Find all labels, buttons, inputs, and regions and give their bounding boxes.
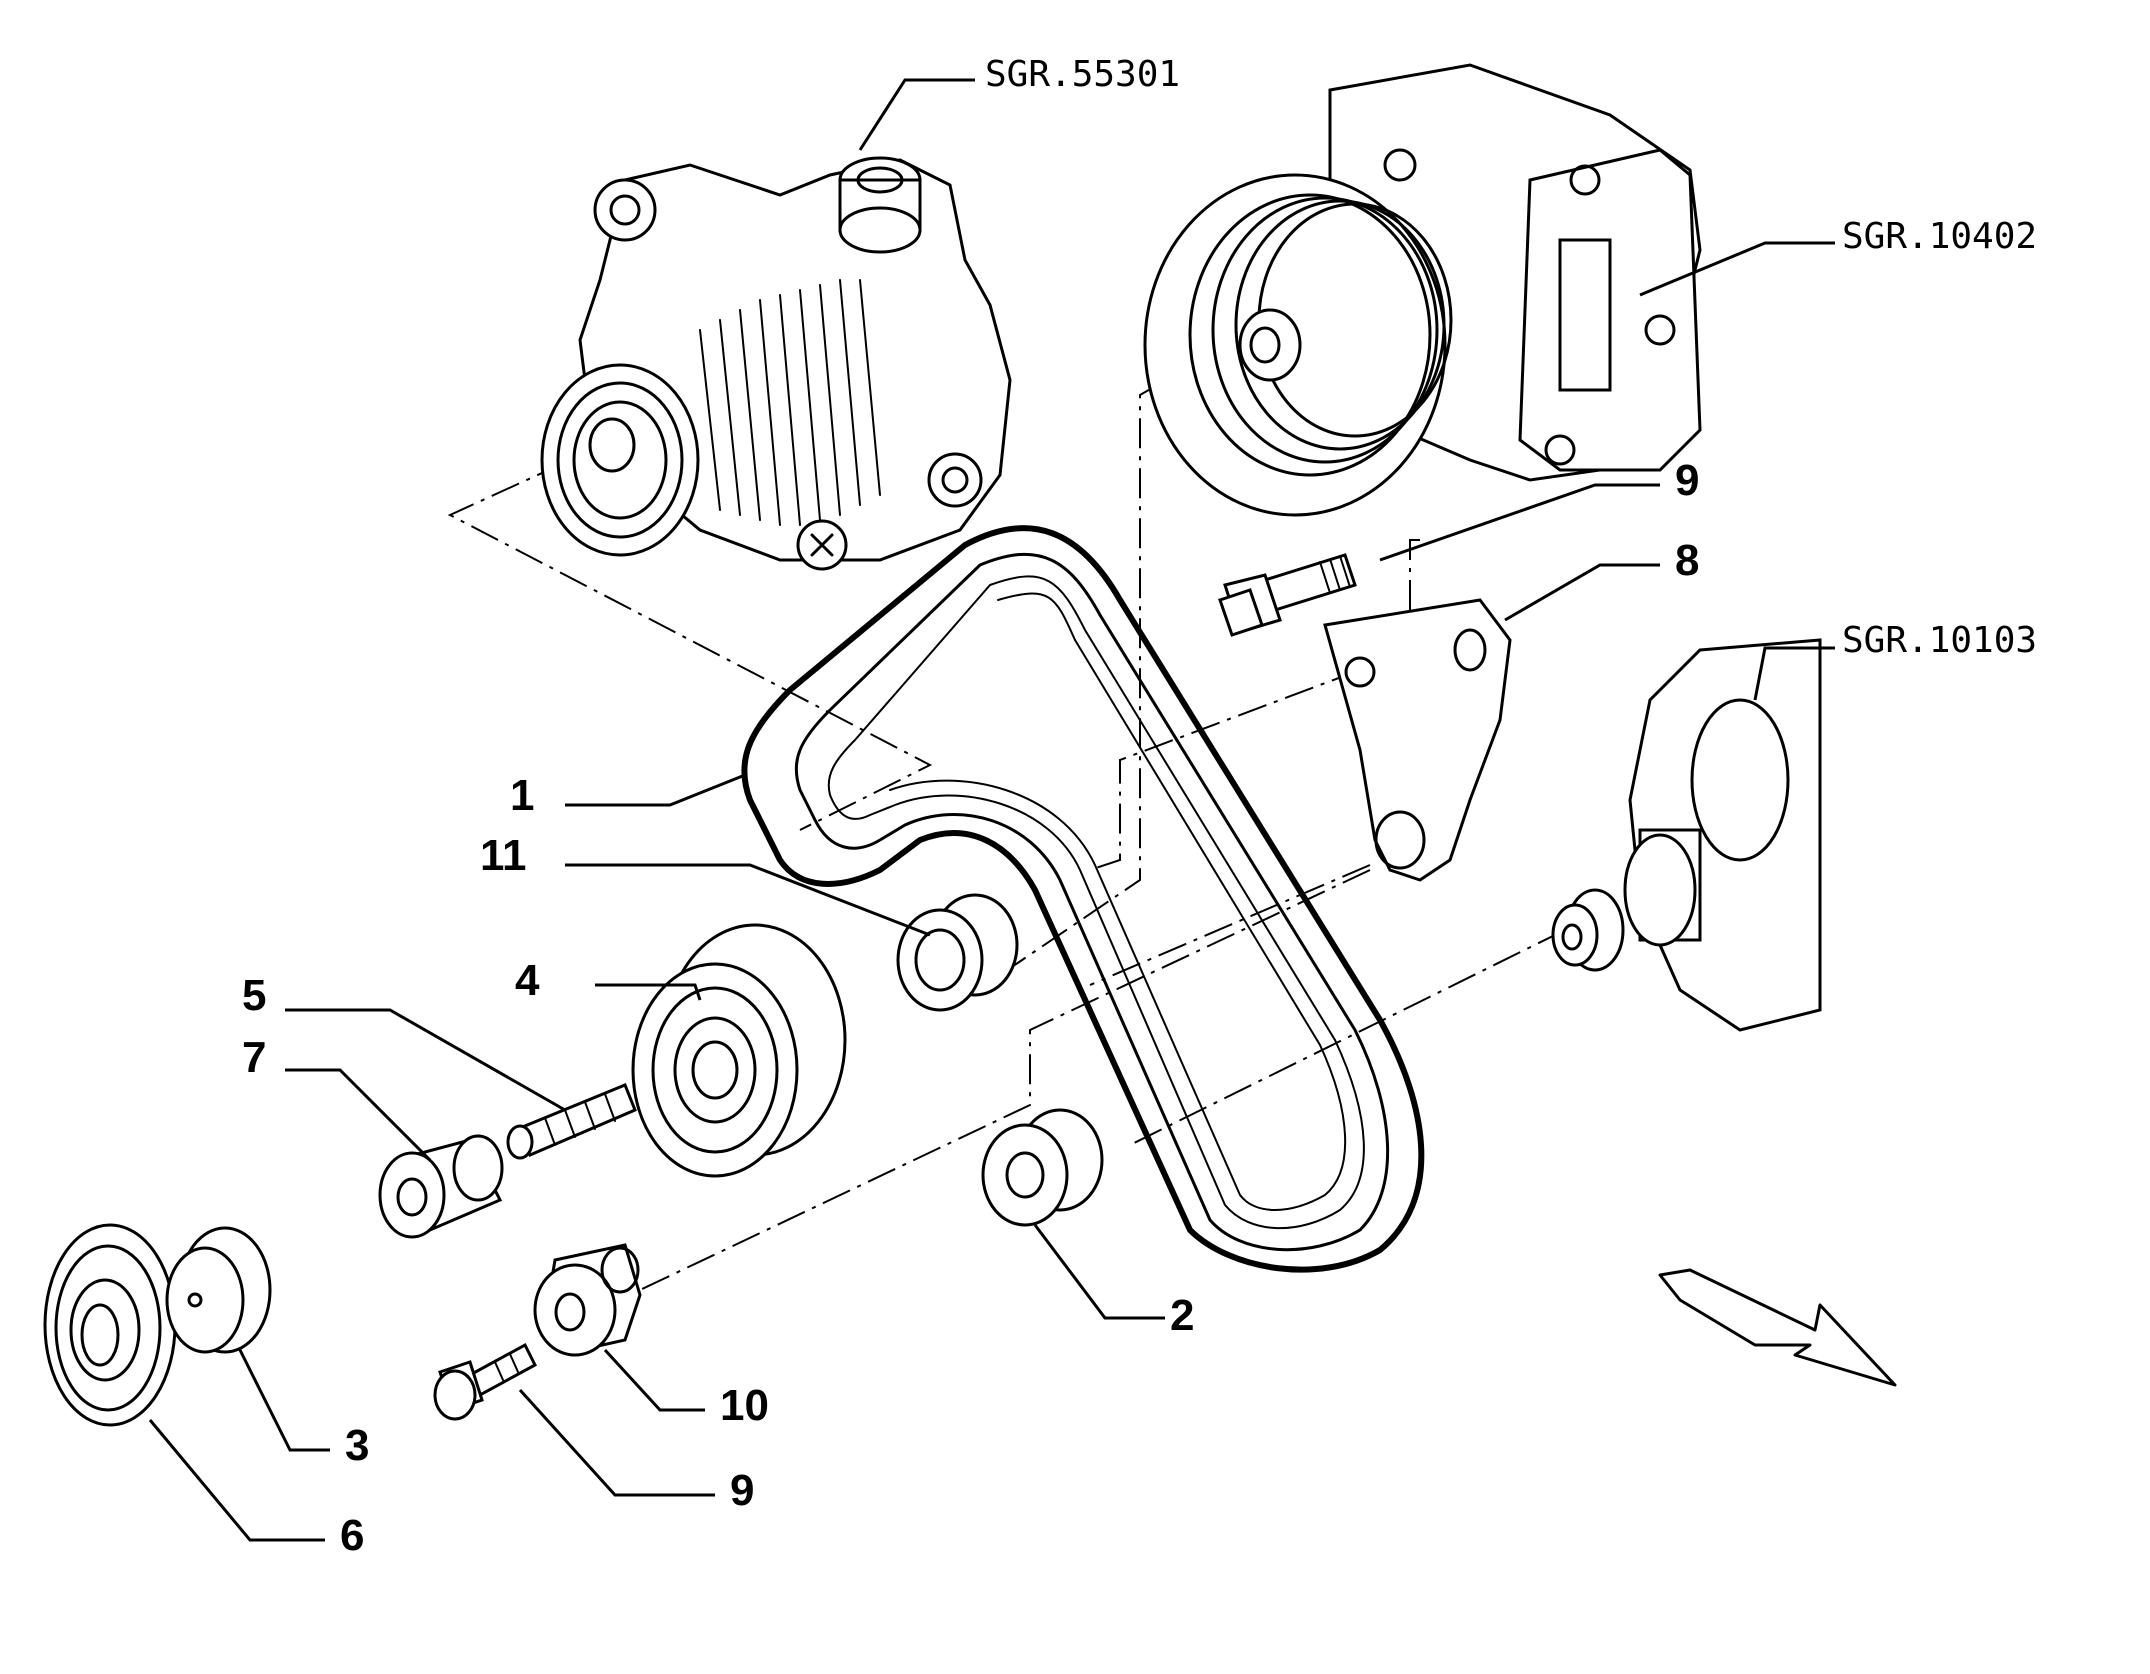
eccentric-tensioner — [533, 1243, 642, 1357]
tensioner-bracket — [1323, 598, 1512, 882]
callout-bolt-lower: 9 — [730, 1466, 754, 1515]
front-direction-arrow-icon — [1658, 1268, 1897, 1387]
callout-stud: 5 — [242, 971, 266, 1020]
callout-spacer: 2 — [1170, 1291, 1194, 1340]
callout-belt: 1 — [510, 771, 534, 820]
callout-bracket: 8 — [1675, 536, 1699, 585]
callout-tensioner-pulley: 4 — [515, 956, 540, 1005]
callout-idler-bushing: 11 — [480, 831, 527, 880]
callout-nut: 7 — [242, 1033, 266, 1082]
water-pump-reference: SGR.10402 — [1842, 216, 2037, 257]
callout-bolt-upper: 9 — [1675, 456, 1699, 505]
stud — [506, 1083, 637, 1160]
bolt-lower — [433, 1342, 537, 1421]
alternator-reference: SGR.55301 — [985, 54, 1180, 95]
poly-v-belt — [741, 525, 1425, 1273]
water-pump-assembly — [1143, 63, 1702, 517]
idler-bushing — [896, 893, 1019, 1012]
crankshaft-reference: SGR.10103 — [1842, 620, 2037, 661]
spacer — [981, 1108, 1104, 1227]
crankshaft-assembly — [1551, 638, 1822, 1032]
callout-crank-pulley: 6 — [340, 1511, 364, 1560]
bolt-upper — [1218, 553, 1357, 637]
tensioner-pulley — [631, 923, 847, 1178]
alternator-assembly — [540, 156, 1012, 571]
pulley-cap — [165, 1226, 272, 1354]
callout-eccentric: 10 — [720, 1381, 769, 1430]
callout-cap: 3 — [345, 1421, 369, 1470]
leader-lines — [148, 78, 1835, 1542]
crankshaft-pulley — [43, 1223, 177, 1427]
nut — [378, 1134, 504, 1239]
